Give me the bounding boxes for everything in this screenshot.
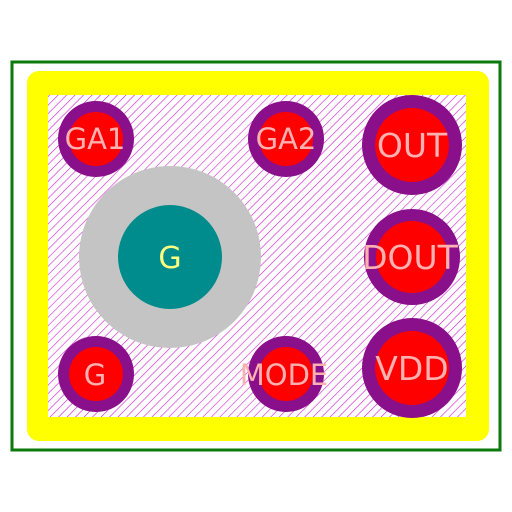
board-outline [10, 60, 502, 452]
pad-mode-copper [259, 347, 313, 401]
pad-out[interactable]: OUT [362, 95, 462, 195]
mounting-hole-label: G [158, 241, 181, 276]
mounting-hole[interactable]: G [79, 166, 261, 348]
pad-vdd-label: VDD [375, 349, 448, 388]
pad-dout-label: DOUT [362, 238, 459, 277]
pad-dout-copper [376, 221, 448, 293]
pad-vdd-copper [375, 331, 449, 405]
pad-out-copper [375, 108, 449, 182]
pad-g-label: G [84, 358, 106, 392]
pad-out-label: OUT [377, 126, 448, 165]
pad-ga2-copper [259, 112, 313, 166]
pad-mode[interactable]: MODE [240, 336, 329, 412]
mounting-hole-center [118, 205, 222, 309]
pad-ga1-copper [69, 112, 123, 166]
pad-dout[interactable]: DOUT [362, 209, 460, 305]
pad-g[interactable]: G [58, 336, 134, 412]
pad-ga2[interactable]: GA2 [248, 101, 324, 177]
pad-g-copper [69, 347, 123, 401]
pad-ga1[interactable]: GA1 [58, 101, 134, 177]
pad-vdd[interactable]: VDD [362, 318, 462, 418]
pad-mode-label: MODE [240, 358, 329, 392]
pad-ga2-label: GA2 [256, 122, 317, 156]
pad-ga1-label: GA1 [65, 122, 126, 156]
